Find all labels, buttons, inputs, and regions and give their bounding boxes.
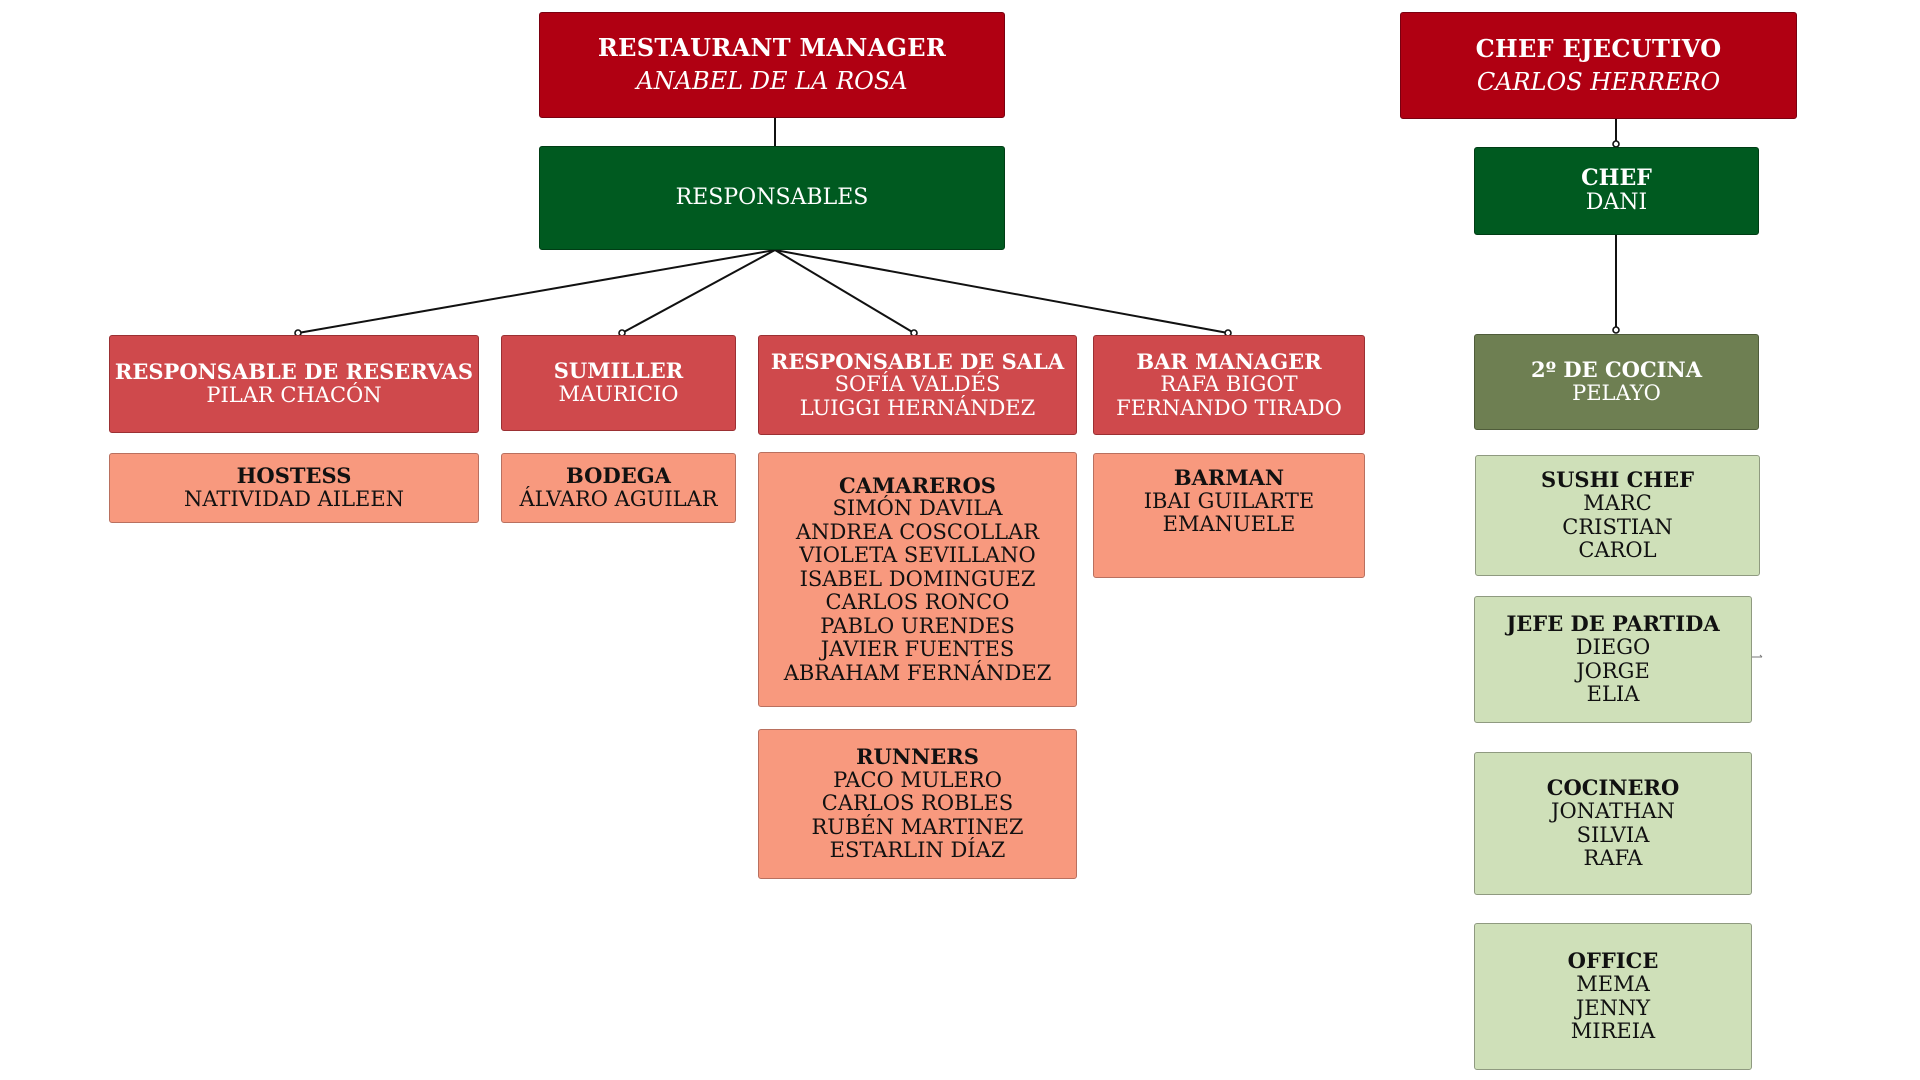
team-title: HOSTESS [236, 463, 352, 489]
person-name: RAFA BIGOT [1160, 372, 1298, 397]
responsable-sala-box[interactable]: RESPONSABLE DE SALA SOFÍA VALDÉS LUIGGI … [758, 335, 1077, 435]
person-name: NATIVIDAD AILEEN [183, 487, 405, 511]
segundo-cocina-box[interactable]: 2º DE COCINA PELAYO [1474, 334, 1759, 430]
runners-box[interactable]: RUNNERS PACO MULERO CARLOS ROBLES RUBÉN … [758, 729, 1077, 879]
responsable-reservas-box[interactable]: RESPONSABLE DE RESERVAS PILAR CHACÓN [109, 335, 479, 433]
role-title: RESPONSABLE DE RESERVAS [114, 359, 474, 385]
bar-manager-box[interactable]: BAR MANAGER RAFA BIGOT FERNANDO TIRADO [1093, 335, 1365, 435]
team-title: SUSHI CHEF [1540, 467, 1695, 493]
person-name: MARC [1583, 490, 1652, 515]
person-name: SOFÍA VALDÉS [834, 372, 1001, 397]
role-title: CHEF [1581, 165, 1652, 192]
person-name: IBAI GUILARTE [1143, 488, 1315, 513]
chef-ejecutivo-box[interactable]: CHEF EJECUTIVO CARLOS HERRERO [1400, 12, 1797, 119]
restaurant-manager-box[interactable]: RESTAURANT MANAGER ANABEL DE LA ROSA [539, 12, 1005, 118]
role-title: SUMILLER [553, 358, 684, 384]
team-title: BODEGA [566, 463, 671, 489]
role-title: RESTAURANT MANAGER [597, 33, 947, 63]
bodega-box[interactable]: BODEGA ÁLVARO AGUILAR [501, 453, 736, 523]
office-box[interactable]: OFFICE MEMA JENNY MIREIA [1474, 923, 1752, 1070]
person-name: PABLO URENDES [820, 613, 1015, 638]
person-name: VIOLETA SEVILLANO [799, 543, 1036, 568]
person-name: CRISTIAN [1562, 514, 1673, 539]
person-name: PACO MULERO [833, 767, 1002, 792]
cocinero-box[interactable]: COCINERO JONATHAN SILVIA RAFA [1474, 752, 1752, 895]
person-name: CARLOS ROBLES [821, 791, 1014, 816]
connector-to-sala [774, 249, 915, 334]
connector-to-sumiller [621, 249, 776, 334]
connector-dot [1612, 326, 1620, 334]
sumiller-box[interactable]: SUMILLER MAURICIO [501, 335, 736, 431]
person-name: ÁLVARO AGUILAR [519, 487, 718, 511]
hostess-box[interactable]: HOSTESS NATIVIDAD AILEEN [109, 453, 479, 523]
barman-box[interactable]: BARMAN IBAI GUILARTE EMANUELE [1093, 453, 1365, 578]
person-name: JAVIER FUENTES [820, 637, 1015, 662]
person-name: RUBÉN MARTINEZ [811, 814, 1024, 839]
team-title: RUNNERS [856, 744, 979, 770]
person-name: CARLOS RONCO [825, 590, 1010, 615]
person-name: ANABEL DE LA ROSA [636, 67, 908, 95]
person-name: SILVIA [1576, 822, 1650, 847]
person-name: ISABEL DOMINGUEZ [799, 566, 1036, 591]
person-name: JENNY [1575, 995, 1651, 1020]
team-title: JEFE DE PARTIDA [1506, 611, 1720, 637]
connector-to-bar [774, 249, 1229, 334]
role-title: CHEF EJECUTIVO [1475, 33, 1722, 63]
role-title: RESPONSABLE DE SALA [770, 348, 1065, 374]
person-name: MIREIA [1570, 1019, 1656, 1044]
sushi-chef-box[interactable]: SUSHI CHEF MARC CRISTIAN CAROL [1475, 455, 1760, 576]
team-title: COCINERO [1546, 775, 1680, 801]
connector-to-reservas [297, 249, 776, 334]
person-name: MEMA [1576, 971, 1650, 996]
person-name: RAFA [1583, 846, 1643, 871]
person-name: CAROL [1578, 538, 1657, 563]
role-title: BAR MANAGER [1136, 348, 1322, 374]
person-name: SIMÓN DAVILA [832, 496, 1003, 521]
group-label: RESPONSABLES [675, 184, 869, 210]
person-name: JONATHAN [1551, 798, 1675, 823]
person-name: EMANUELE [1162, 512, 1296, 537]
person-name: LUIGGI HERNÁNDEZ [799, 395, 1036, 420]
person-name: DIEGO [1575, 634, 1651, 659]
person-name: ESTARLIN DÍAZ [829, 838, 1006, 863]
team-title: OFFICE [1567, 948, 1659, 974]
person-name: DANI [1585, 190, 1648, 215]
team-title: CAMAREROS [839, 472, 996, 498]
person-name: CARLOS HERRERO [1476, 67, 1721, 96]
person-name: JORGE [1576, 658, 1650, 683]
person-name: ABRAHAM FERNÁNDEZ [783, 660, 1052, 685]
responsables-box[interactable]: RESPONSABLES [539, 146, 1005, 250]
person-name: PILAR CHACÓN [206, 383, 382, 407]
role-title: 2º DE COCINA [1531, 357, 1702, 383]
team-title: BARMAN [1173, 465, 1285, 490]
person-name: PELAYO [1572, 381, 1661, 405]
jefe-de-partida-box[interactable]: JEFE DE PARTIDA DIEGO JORGE ELIA [1474, 596, 1752, 723]
camareros-box[interactable]: CAMAREROS SIMÓN DAVILA ANDREA COSCOLLAR … [758, 452, 1077, 707]
person-name: ANDREA COSCOLLAR [795, 519, 1040, 544]
person-name: FERNANDO TIRADO [1116, 395, 1342, 420]
person-name: ELIA [1586, 682, 1640, 707]
chef-box[interactable]: CHEF DANI [1474, 147, 1759, 235]
person-name: MAURICIO [558, 382, 679, 406]
